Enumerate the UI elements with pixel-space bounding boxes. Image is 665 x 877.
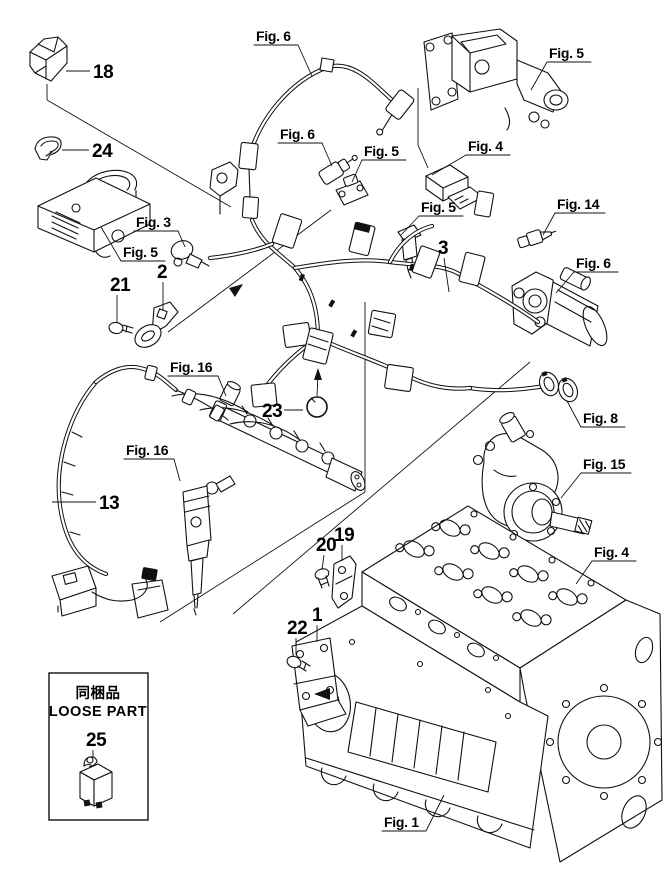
part-label-2: 2 [157, 262, 168, 310]
svg-text:13: 13 [99, 493, 119, 514]
svg-text:Fig. 16: Fig. 16 [170, 359, 213, 375]
loose-part-title-jp: 同梱品 [76, 684, 121, 702]
part-label-25: 25 [86, 730, 107, 751]
svg-text:Fig. 16: Fig. 16 [126, 442, 169, 458]
thermo-sensor-fig14 [517, 229, 557, 249]
fig-label-fig5-egr: Fig. 5 [530, 45, 592, 91]
part-label-18: 18 [66, 62, 114, 83]
bracket-part-1 [291, 637, 347, 727]
egr-unit [423, 28, 569, 131]
svg-text:3: 3 [438, 238, 448, 259]
svg-text:Fig. 5: Fig. 5 [123, 244, 158, 260]
svg-text:18: 18 [93, 62, 113, 83]
o-ring-part-23 [306, 368, 328, 418]
svg-text:Fig. 8: Fig. 8 [583, 410, 618, 426]
svg-text:Fig. 6: Fig. 6 [280, 126, 315, 142]
svg-text:Fig. 3: Fig. 3 [136, 214, 171, 230]
fig-label-fig1-cylinder-block: Fig. 1 [381, 794, 445, 832]
fig8-connectors [538, 371, 579, 403]
top-sensor-wire [238, 57, 415, 219]
svg-text:Fig. 1: Fig. 1 [384, 814, 419, 830]
svg-text:22: 22 [287, 618, 307, 639]
svg-text:24: 24 [92, 141, 113, 162]
part-label-22: 22 [287, 618, 308, 655]
egr-to-sensor-line [417, 88, 429, 169]
svg-text:Fig. 6: Fig. 6 [576, 255, 611, 271]
svg-text:21: 21 [110, 275, 131, 296]
throttle-unit [37, 169, 151, 258]
fig-label-fig15-supply-pump: Fig. 15 [560, 456, 632, 499]
fig-label-fig6-sensor-upper: Fig. 6 [277, 126, 333, 167]
bracket-direction-line [167, 209, 332, 333]
fuel-rail [171, 381, 366, 492]
svg-text:Fig. 4: Fig. 4 [468, 138, 503, 154]
part-label-19: 19 [334, 525, 355, 561]
ecu-to-harness-line [46, 99, 232, 208]
cam-sensor [209, 161, 239, 215]
svg-text:23: 23 [262, 401, 282, 422]
cylinder-block-front [295, 605, 549, 849]
part-label-13: 13 [52, 493, 120, 514]
relay-part-25 [79, 756, 113, 809]
part-label-21: 21 [110, 275, 132, 322]
supply-pump [472, 412, 593, 542]
fig-label-fig3-sensor: Fig. 3 [133, 214, 186, 248]
fig-label-fig16-injector: Fig. 16 [123, 442, 181, 482]
pipe-assy-13 [51, 364, 229, 619]
fig-label-fig8-connector: Fig. 8 [566, 400, 626, 428]
injector [182, 475, 236, 616]
part-number-labels: 18 24 21 2 3 23 13 20 [52, 62, 450, 655]
svg-text:Fig. 6: Fig. 6 [256, 28, 291, 44]
ecu-part-18 [29, 36, 68, 82]
bolt-part-20 [314, 568, 330, 589]
part-label-20: 20 [316, 535, 337, 571]
starter-motor [467, 267, 608, 393]
svg-text:Fig. 5: Fig. 5 [549, 45, 584, 61]
svg-text:19: 19 [334, 525, 354, 546]
svg-text:Fig. 14: Fig. 14 [557, 196, 600, 212]
svg-text:Fig. 5: Fig. 5 [364, 143, 399, 159]
svg-text:Fig. 15: Fig. 15 [583, 456, 626, 472]
exhaust-temp-sensor [376, 89, 415, 136]
fig-label-fig5-throttle: Fig. 5 [100, 226, 166, 262]
bracket-part-2 [134, 301, 179, 348]
harness-end-connector-b [131, 567, 169, 619]
svg-text:1: 1 [312, 605, 323, 626]
boost-sensor-upper [335, 173, 369, 206]
fig-label-fig6-starter: Fig. 6 [555, 255, 619, 294]
map-sensor [425, 164, 484, 210]
bolt-part-21 [108, 321, 134, 335]
direction-arrow [229, 284, 243, 297]
part-label-23: 23 [262, 401, 303, 422]
svg-text:20: 20 [316, 535, 336, 556]
main-harness [207, 190, 541, 408]
fig-label-fig6-top-wire: Fig. 6 [253, 28, 313, 77]
fig-label-fig5-sensor-center: Fig. 5 [400, 199, 464, 236]
fig-label-fig16-fuel-rail: Fig. 16 [167, 359, 227, 397]
fig-label-fig5-sensor-upper: Fig. 5 [351, 143, 407, 183]
fig-label-fig4-cylinder-head: Fig. 4 [575, 544, 637, 585]
crank-sensor-fig3 [170, 240, 210, 269]
fig-label-fig4-map-sensor: Fig. 4 [431, 138, 511, 176]
part-label-24: 24 [62, 141, 114, 162]
fig-label-fig14-sensor: Fig. 14 [542, 196, 606, 236]
part-label-1: 1 [312, 605, 324, 642]
harness-end-connector-a [51, 565, 97, 617]
svg-text:2: 2 [157, 262, 167, 283]
figure-labels: Fig. 6 Fig. 5 Fig. 6 Fig. 5 Fig. 4 Fig. … [100, 28, 637, 832]
svg-text:Fig. 5: Fig. 5 [421, 199, 456, 215]
loose-part-title-en: LOOSE PART [49, 704, 147, 720]
clip-part-24 [34, 136, 62, 161]
svg-text:Fig. 4: Fig. 4 [594, 544, 629, 560]
long-reference-line [232, 361, 531, 615]
bolt-part-22 [286, 655, 311, 672]
bracket-part-19 [331, 555, 357, 609]
loose-part-box: 同梱品 LOOSE PART 25 [48, 672, 149, 821]
engine-assembly [295, 505, 663, 863]
oil-pressure-sensor [318, 154, 358, 185]
part-label-3: 3 [438, 238, 450, 293]
